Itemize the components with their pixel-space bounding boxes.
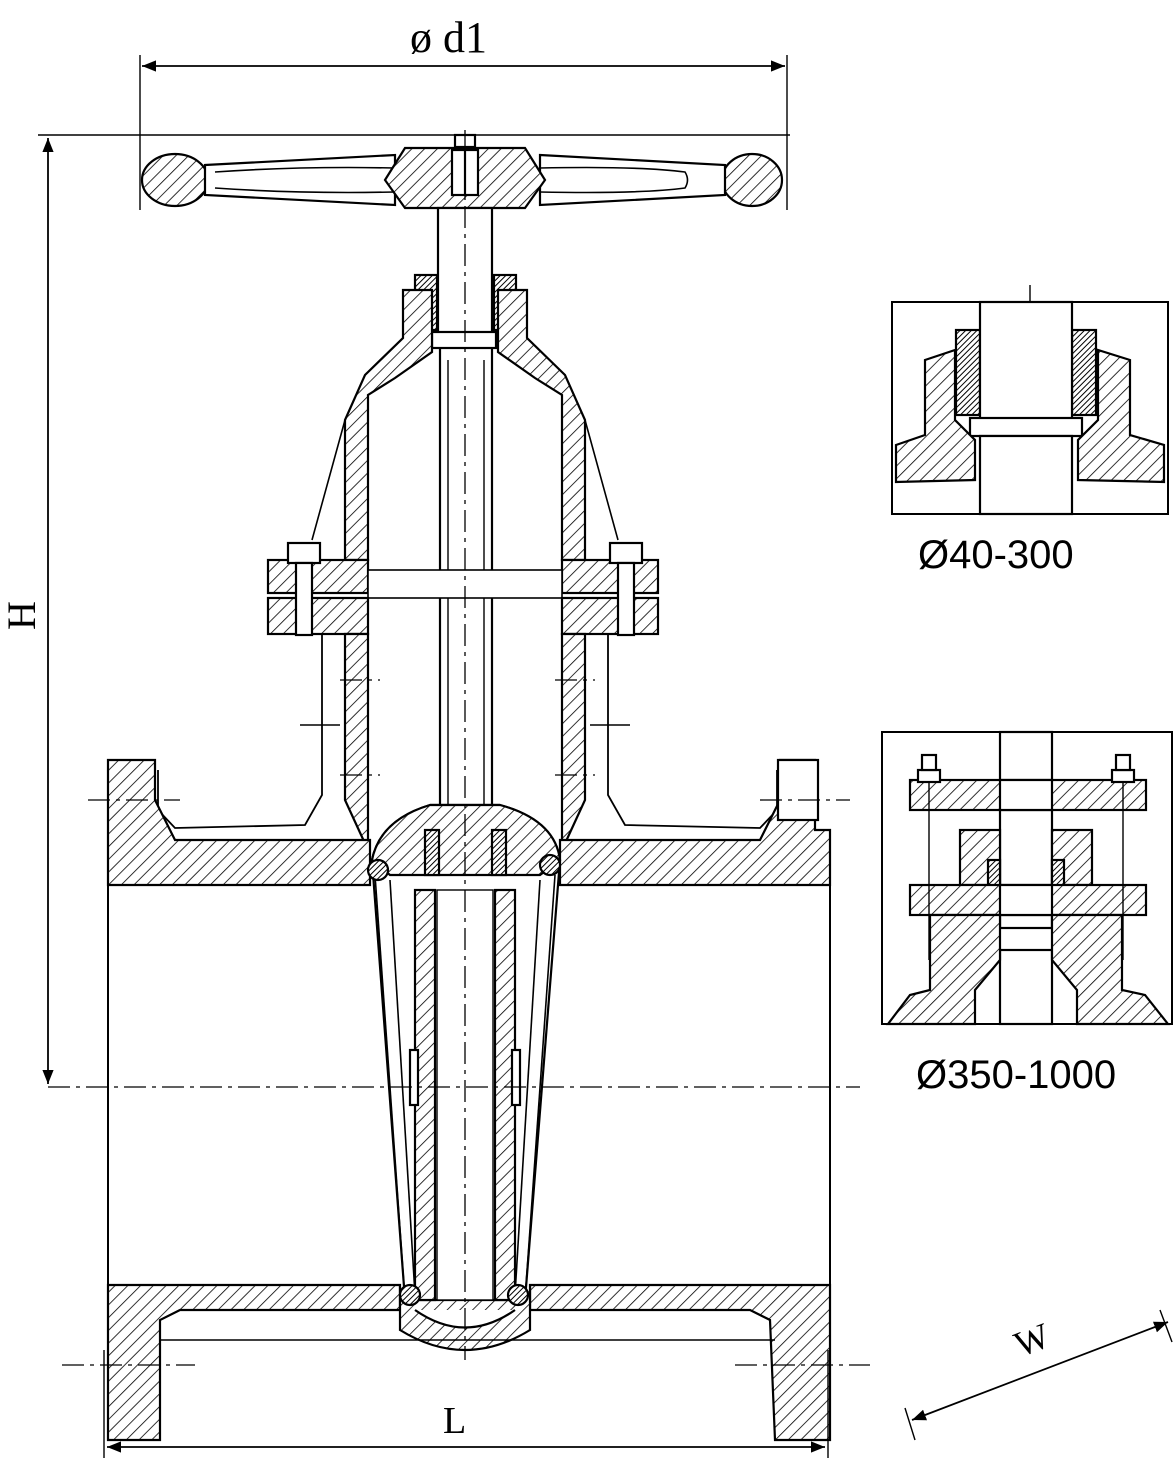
detail-small-label: Ø40-300: [918, 533, 1074, 577]
height-label: H: [0, 601, 44, 630]
detail-large-label: Ø350-1000: [916, 1053, 1117, 1097]
valve-body: [106, 758, 832, 1442]
detail-large: [881, 730, 1173, 1026]
gate-wedge: [366, 803, 562, 1307]
detail-small: [891, 285, 1169, 516]
dimensions: [38, 55, 1173, 1458]
length-label: L: [443, 1400, 467, 1442]
centerlines: [48, 130, 870, 1366]
valve-stem: [430, 206, 498, 887]
handwheel-diameter-label: ø d1: [410, 13, 487, 62]
bonnet: [266, 273, 660, 637]
